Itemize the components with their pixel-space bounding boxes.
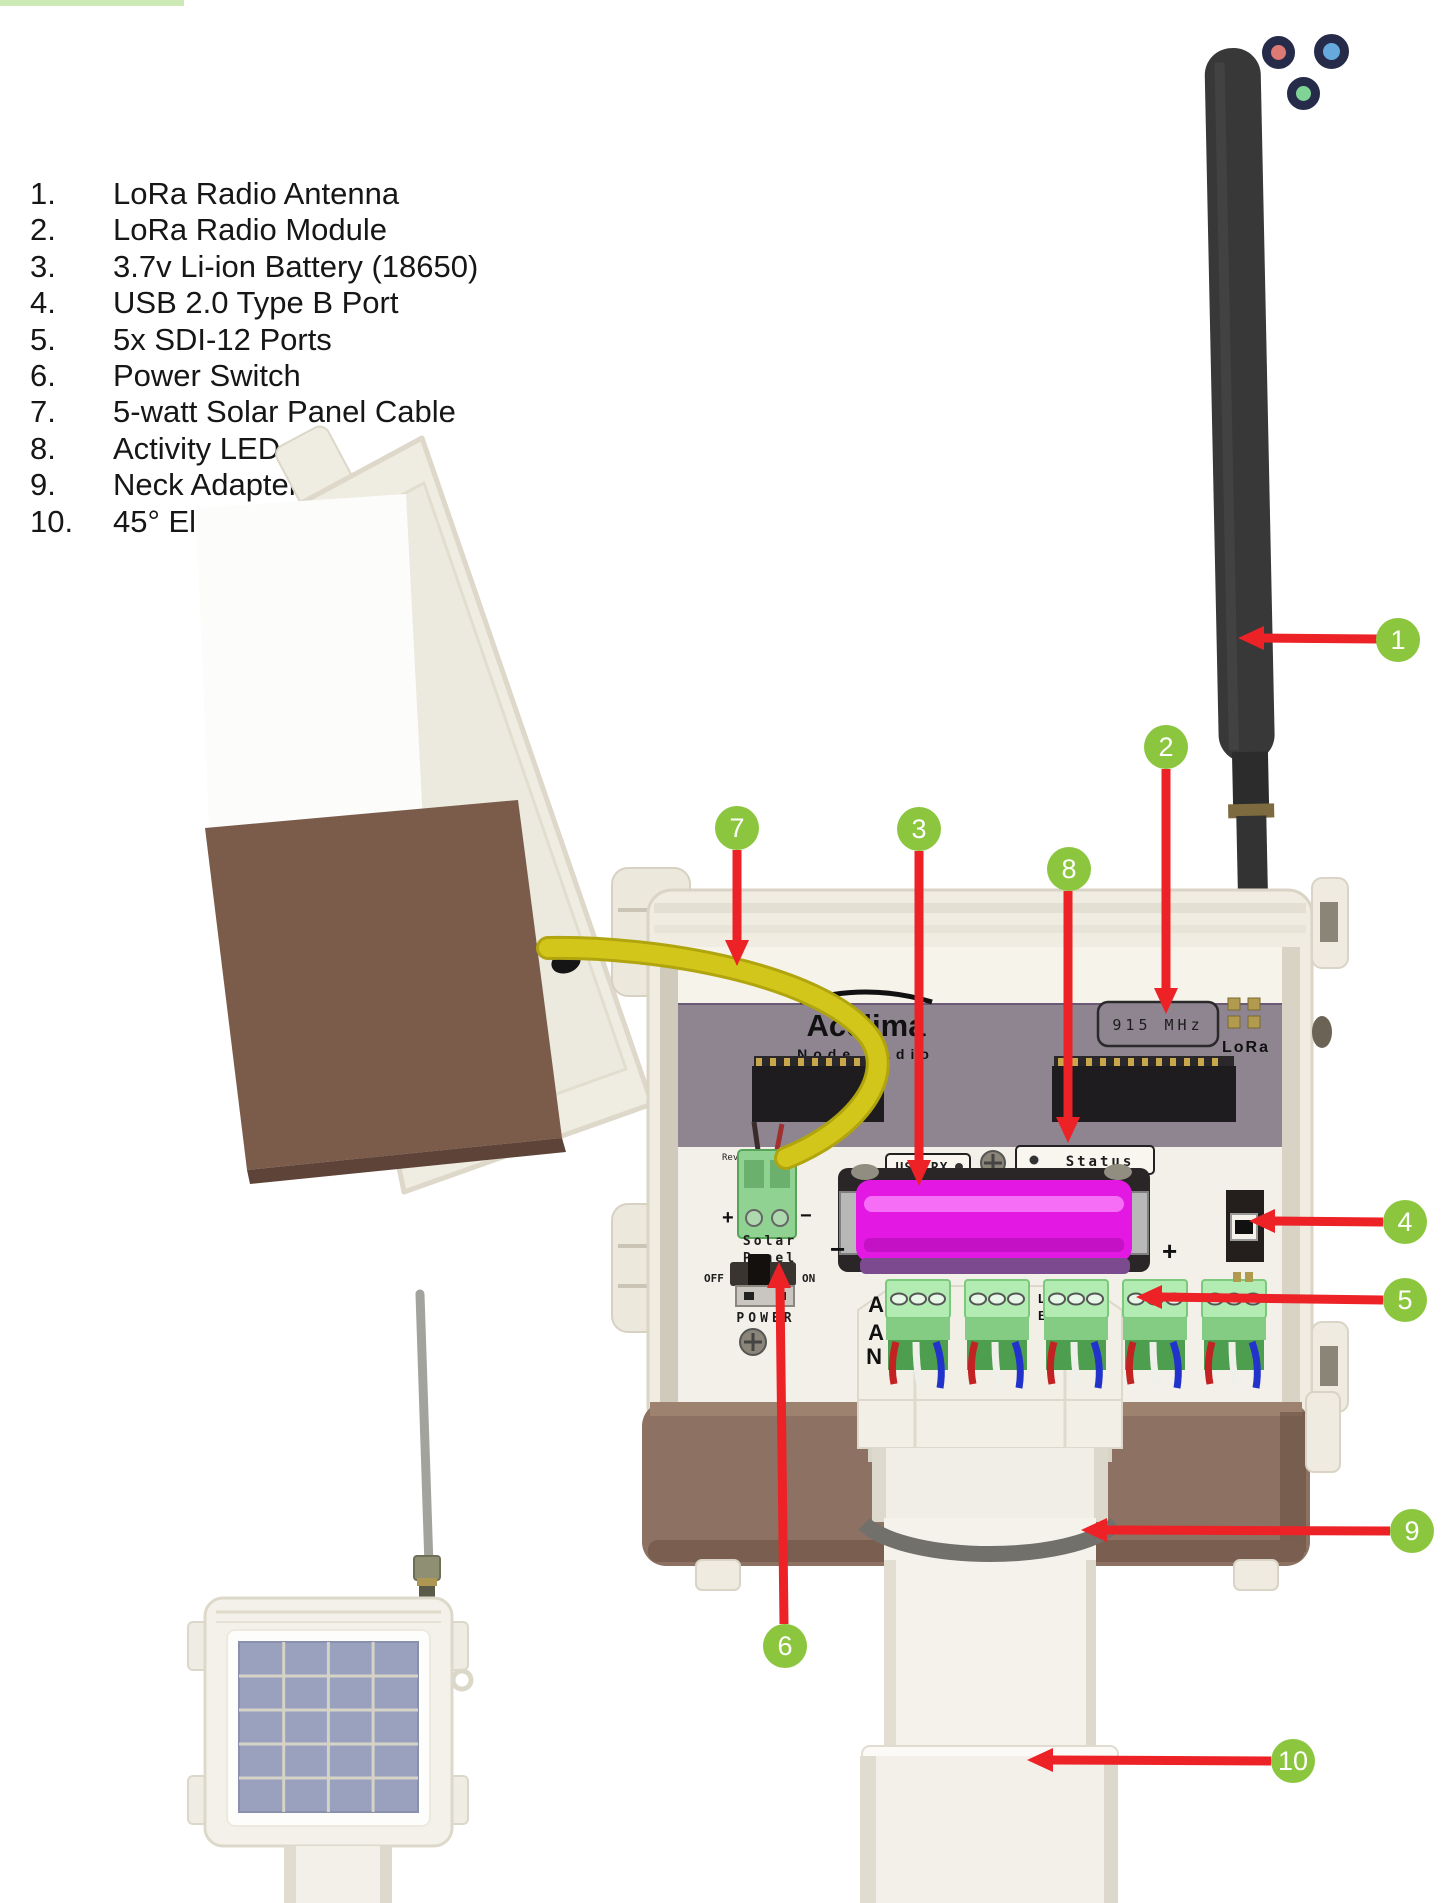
list-item-number: 8.: [30, 430, 56, 466]
list-item: 5. 5x SDI-12 Ports: [30, 322, 478, 358]
parts-list: 1. LoRa Radio Antenna 2. LoRa Radio Module…: [30, 176, 478, 540]
list-item-number: 7.: [30, 394, 56, 430]
list-item-number: 5.: [30, 321, 56, 357]
list-item-number: 1.: [30, 176, 56, 211]
list-item: 9. Neck Adapter: [30, 467, 478, 503]
switch-on-label: ON: [802, 1272, 815, 1285]
lora-antenna: [1204, 48, 1275, 901]
li-ion-battery: + −: [830, 1164, 1177, 1274]
callout-badge-2: 2: [1144, 725, 1188, 769]
callout-badge-1: 1: [1376, 618, 1420, 662]
switch-off-label: OFF: [704, 1272, 724, 1285]
pcb-lora-label: LoRa: [1222, 1039, 1270, 1056]
pcb-rev-label: Rev: [722, 1153, 738, 1163]
list-item-number: 4.: [30, 285, 56, 321]
terminal-block: [964, 1279, 1030, 1389]
callout-badge-4: 4: [1383, 1200, 1427, 1244]
pin-headers: [752, 1056, 1236, 1122]
lid-brown-panel: [205, 800, 562, 1170]
pcb-freq-label: 915 MHz: [1112, 1016, 1203, 1034]
solar-panel-cable: [536, 935, 890, 1170]
list-item: 4. USB 2.0 Type B Port: [30, 285, 478, 321]
list-item-label: USB 2.0 Type B Port: [113, 285, 399, 321]
list-item: 3. 3.7v Li-ion Battery (18650): [30, 249, 478, 285]
callout-badge-3: 3: [897, 807, 941, 851]
acclima-logo: [1248, 22, 1368, 114]
callout-badge-6: 6: [763, 1624, 807, 1668]
status-led: [1029, 1155, 1039, 1165]
list-item-label: Power Switch: [113, 357, 301, 393]
list-item-number: 3.: [30, 248, 56, 284]
list-item: 7. 5-watt Solar Panel Cable: [30, 394, 478, 430]
list-item: 6. Power Switch: [30, 358, 478, 394]
solar-label-line1: Solar: [743, 1234, 797, 1249]
silkscreen-letter: A: [868, 1320, 884, 1345]
callout-badge-10: 10: [1271, 1739, 1315, 1783]
list-item-label: 5-watt Solar Panel Cable: [113, 394, 456, 430]
terminal-block: [885, 1279, 951, 1389]
silkscreen-letter: N: [866, 1344, 882, 1369]
power-label: POWER: [736, 1311, 795, 1326]
list-item-label: LoRa Radio Module: [113, 212, 388, 248]
terminal-block: [1043, 1279, 1109, 1389]
battery-plus-label: +: [1162, 1236, 1177, 1266]
elbow-adapter: [860, 1756, 1118, 1903]
silkscreen-letter: B: [1038, 1308, 1047, 1323]
lid-window-white: [196, 494, 424, 856]
list-item-label: LoRa Radio Antenna: [113, 176, 400, 211]
enclosure-lid: [196, 425, 655, 1195]
list-item-label: Activity LEDs: [113, 430, 296, 466]
header-accent-bar: [0, 0, 184, 6]
list-item: 8. Activity LEDs: [30, 431, 478, 467]
list-item-label: 3.7v Li-ion Battery (18650): [113, 248, 479, 284]
list-item: 2. LoRa Radio Module: [30, 212, 478, 248]
list-item-number: 2.: [30, 212, 56, 248]
logo-green-circle: [1287, 77, 1320, 110]
list-item-number: 9.: [30, 467, 56, 503]
silkscreen-letter: A: [868, 1292, 884, 1317]
callout-badge-8: 8: [1047, 847, 1091, 891]
callout-badge-7: 7: [715, 806, 759, 850]
solar-connector: + − Solar Panel: [722, 1121, 812, 1266]
solar-mast-cable: [415, 1289, 434, 1571]
solar-plus-label: +: [722, 1207, 734, 1229]
neck-and-pipe: [857, 1399, 1123, 1903]
logo-red-circle: [1262, 36, 1295, 69]
logo-blue-circle: [1314, 34, 1349, 69]
silkscreen-letter: L: [1038, 1291, 1046, 1306]
solar-minus-label: −: [800, 1205, 812, 1227]
list-item-label: Neck Adapter: [113, 467, 300, 503]
callout-badge-9: 9: [1390, 1509, 1434, 1553]
list-item-label: 5x SDI-12 Ports: [113, 321, 332, 357]
list-item-number: 6.: [30, 357, 56, 393]
list-item: 1. LoRa Radio Antenna: [30, 176, 478, 212]
battery-minus-label: −: [830, 1234, 845, 1264]
solar-panel-assembly: [187, 1289, 474, 1903]
terminal-block: [1201, 1279, 1267, 1389]
callout-badge-5: 5: [1383, 1278, 1427, 1322]
list-item-number: 10.: [30, 503, 74, 539]
solar-pipe-stub: [284, 1846, 392, 1903]
terminal-block: [1122, 1279, 1188, 1389]
